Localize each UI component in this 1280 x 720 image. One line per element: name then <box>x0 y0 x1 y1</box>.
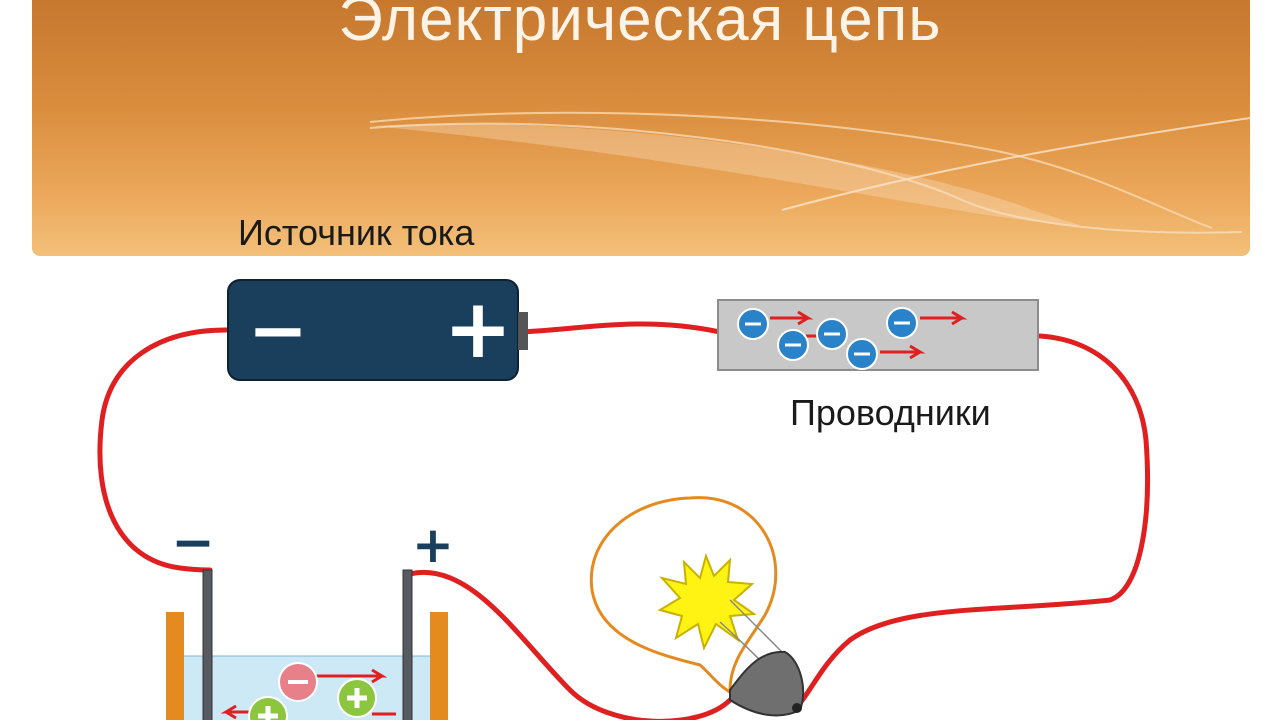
ion-arrows <box>220 668 396 720</box>
bulb-contact <box>792 703 802 713</box>
wire-conductor-to-bulb <box>792 333 1150 711</box>
conductor-bar <box>717 299 1039 371</box>
electron-minus-marks <box>745 321 910 356</box>
ion-arrow <box>220 704 250 720</box>
wires <box>97 321 1150 720</box>
cell-wall-left <box>166 612 184 720</box>
cell-wall-right <box>430 612 448 720</box>
battery-minus-sign: − <box>248 288 308 372</box>
battery: − + <box>227 279 528 381</box>
electrolyte-cell: − + <box>166 513 454 720</box>
ion-arrow <box>316 668 388 684</box>
conductor <box>717 299 1039 371</box>
bulb-base <box>729 650 805 717</box>
electrode-positive <box>402 569 413 720</box>
wire-battery-plus-to-conductor <box>517 321 723 335</box>
electron-arrow <box>920 310 968 326</box>
cell-plus-sign: + <box>412 516 454 574</box>
electron-arrow <box>880 344 926 360</box>
wire-battery-minus-to-cell <box>97 327 229 573</box>
light-bulb <box>589 496 805 717</box>
battery-terminal <box>518 312 528 350</box>
banner-decoration <box>369 111 1250 234</box>
current-source-label: Источник тока <box>238 212 475 253</box>
cell-minus-sign: − <box>171 513 215 573</box>
electrode-negative <box>202 569 213 720</box>
battery-plus-sign: + <box>444 282 513 377</box>
slide-title: Электрическая цепь <box>338 0 942 54</box>
conductors-label: Проводники <box>790 392 991 433</box>
bulb-light-burst <box>657 552 757 651</box>
title-banner <box>32 0 1250 256</box>
electron-arrow <box>770 310 814 326</box>
